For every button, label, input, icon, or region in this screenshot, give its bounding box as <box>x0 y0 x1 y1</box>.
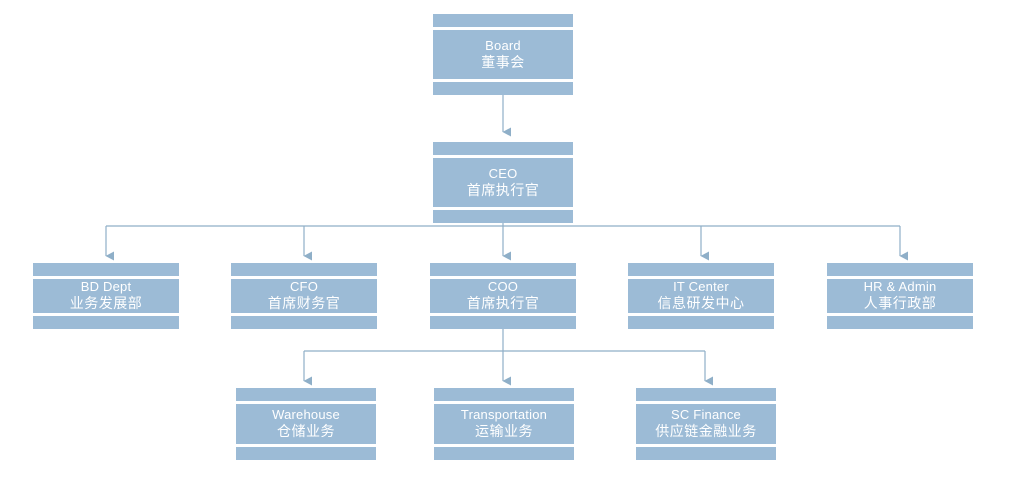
node-foot <box>433 210 573 223</box>
node-label-en: CFO <box>289 279 319 294</box>
node-cap <box>231 263 377 276</box>
node-foot <box>236 447 376 460</box>
node-sc-finance[interactable]: SC Finance 供应链金融业务 <box>636 388 776 460</box>
node-label-cn: 董事会 <box>481 53 525 70</box>
node-body: CEO 首席执行官 <box>433 158 573 207</box>
node-body: HR & Admin 人事行政部 <box>827 279 973 313</box>
node-body: SC Finance 供应链金融业务 <box>636 404 776 444</box>
node-label-en: IT Center <box>673 279 729 294</box>
node-label-cn: 首席执行官 <box>466 295 540 312</box>
node-foot <box>827 315 973 329</box>
node-body: Warehouse 仓储业务 <box>236 404 376 444</box>
node-cap <box>628 263 774 276</box>
node-foot <box>636 447 776 460</box>
node-cap <box>236 388 376 401</box>
node-body: Board 董事会 <box>433 30 573 79</box>
node-label-en: SC Finance <box>671 407 741 423</box>
node-label-cn: 信息研发中心 <box>657 295 745 312</box>
node-foot <box>33 315 179 329</box>
node-foot <box>434 447 574 460</box>
node-label-cn: 业务发展部 <box>69 295 143 312</box>
node-body: BD Dept 业务发展部 <box>33 279 179 313</box>
node-body: IT Center 信息研发中心 <box>628 279 774 313</box>
node-cap <box>636 388 776 401</box>
node-label-cn: 仓储业务 <box>277 423 335 440</box>
node-cap <box>33 263 179 276</box>
node-cap <box>433 142 573 155</box>
node-label-en: Warehouse <box>272 407 340 423</box>
node-transportation[interactable]: Transportation 运输业务 <box>434 388 574 460</box>
node-foot <box>231 315 377 329</box>
node-cap <box>434 388 574 401</box>
node-cap <box>430 263 576 276</box>
node-board[interactable]: Board 董事会 <box>433 14 573 95</box>
node-label-cn: 首席财务官 <box>267 295 341 312</box>
node-foot <box>430 315 576 329</box>
node-hr-admin[interactable]: HR & Admin 人事行政部 <box>827 263 973 329</box>
node-label-en: Transportation <box>460 407 548 423</box>
node-label-en: HR & Admin <box>863 279 937 294</box>
node-cap <box>433 14 573 27</box>
node-bd-dept[interactable]: BD Dept 业务发展部 <box>33 263 179 329</box>
node-label-cn: 运输业务 <box>475 423 533 440</box>
node-label-cn: 首席执行官 <box>466 181 540 198</box>
node-ceo[interactable]: CEO 首席执行官 <box>433 142 573 223</box>
node-label-cn: 供应链金融业务 <box>655 423 757 440</box>
node-warehouse[interactable]: Warehouse 仓储业务 <box>236 388 376 460</box>
node-it-center[interactable]: IT Center 信息研发中心 <box>628 263 774 329</box>
node-cap <box>827 263 973 276</box>
node-label-cn: 人事行政部 <box>863 295 937 312</box>
node-label-en: COO <box>487 279 519 294</box>
node-label-en: Board <box>485 37 521 53</box>
node-body: CFO 首席财务官 <box>231 279 377 313</box>
node-foot <box>433 82 573 95</box>
node-cfo[interactable]: CFO 首席财务官 <box>231 263 377 329</box>
node-body: Transportation 运输业务 <box>434 404 574 444</box>
node-coo[interactable]: COO 首席执行官 <box>430 263 576 329</box>
node-foot <box>628 315 774 329</box>
node-label-en: BD Dept <box>80 279 132 294</box>
node-label-en: CEO <box>488 165 518 181</box>
node-body: COO 首席执行官 <box>430 279 576 313</box>
